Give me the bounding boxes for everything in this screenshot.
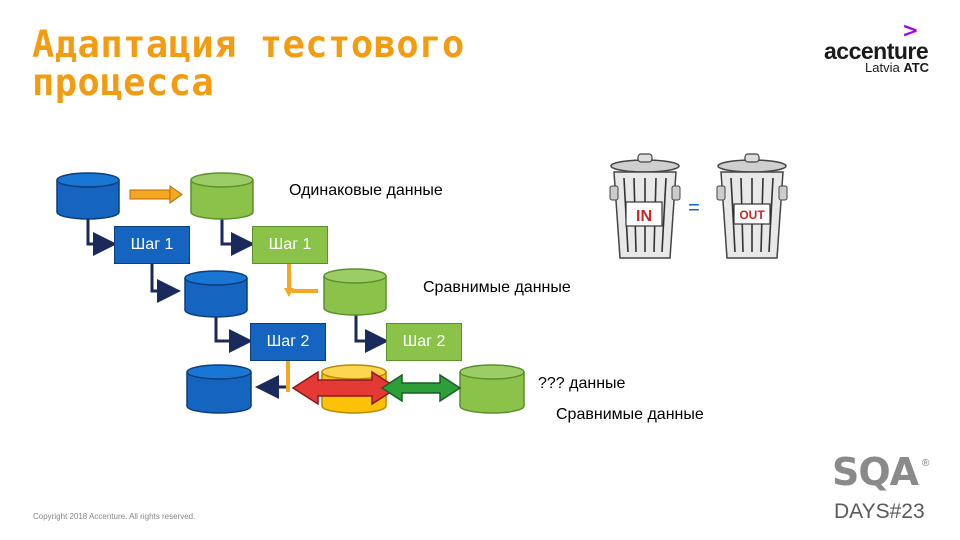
sqa-registered-mark: ® [922,458,930,469]
slide-title-line1: Адаптация тестового [32,23,465,66]
accenture-chevron-icon: > [902,18,919,42]
trash-bin-in-icon [609,153,681,259]
connector-db1-step1 [86,212,117,256]
green-double-arrow [380,373,462,403]
step1-green: Шаг 1 [252,226,328,264]
step2-blue: Шаг 2 [250,323,326,361]
sqa-logo-text: SQA [832,450,919,494]
bin-in-label: IN [636,208,652,225]
green-database-1 [190,172,254,220]
green-database-3 [459,364,525,414]
blue-database-1 [56,172,120,220]
label-same-data: Одинаковые данные [289,182,443,199]
sqa-days-number: DAYS#23 [834,500,925,523]
blue-database-3 [186,364,252,414]
sqa-days-logo: SQA ® DAYS#23 [832,450,936,524]
equals-sign: = [688,197,700,219]
orange-arrow-same-data [129,185,183,204]
blue-database-2 [184,270,248,318]
label-comparable-data-1: Сравнимые данные [423,279,571,296]
green-database-2 [323,268,387,316]
logo-sub-plain: Latvia [865,60,904,75]
accenture-logo: > accenture Latvia ATC [824,18,934,76]
label-unknown-data: ??? данные [538,375,626,392]
connector-step1-db2 [150,262,181,303]
slide-title: Адаптация тестового процесса [32,26,552,102]
step2-green: Шаг 2 [386,323,462,361]
step1-blue: Шаг 1 [114,226,190,264]
connector-gdb1-gstep1 [220,218,255,256]
accenture-subtitle: Latvia ATC [865,60,929,75]
copyright-text: Copyright 2018 Accenture. All rights res… [33,512,196,521]
accenture-brand-text: accenture [824,38,929,64]
label-comparable-data-2: Сравнимые данные [556,406,704,423]
connector-gstep1-down [255,262,276,291]
connector-gstep1-gdb2 [289,262,322,291]
connector-db2-step2 [214,313,253,353]
slide-title-line2: процесса [32,61,215,104]
logo-sub-bold: ATC [903,60,930,75]
orange-arrow-step1-down [284,262,294,297]
trash-bin-out-icon [716,153,788,259]
connector-gdb2-gstep2 [354,313,389,353]
bin-out-label: OUT [739,208,765,222]
